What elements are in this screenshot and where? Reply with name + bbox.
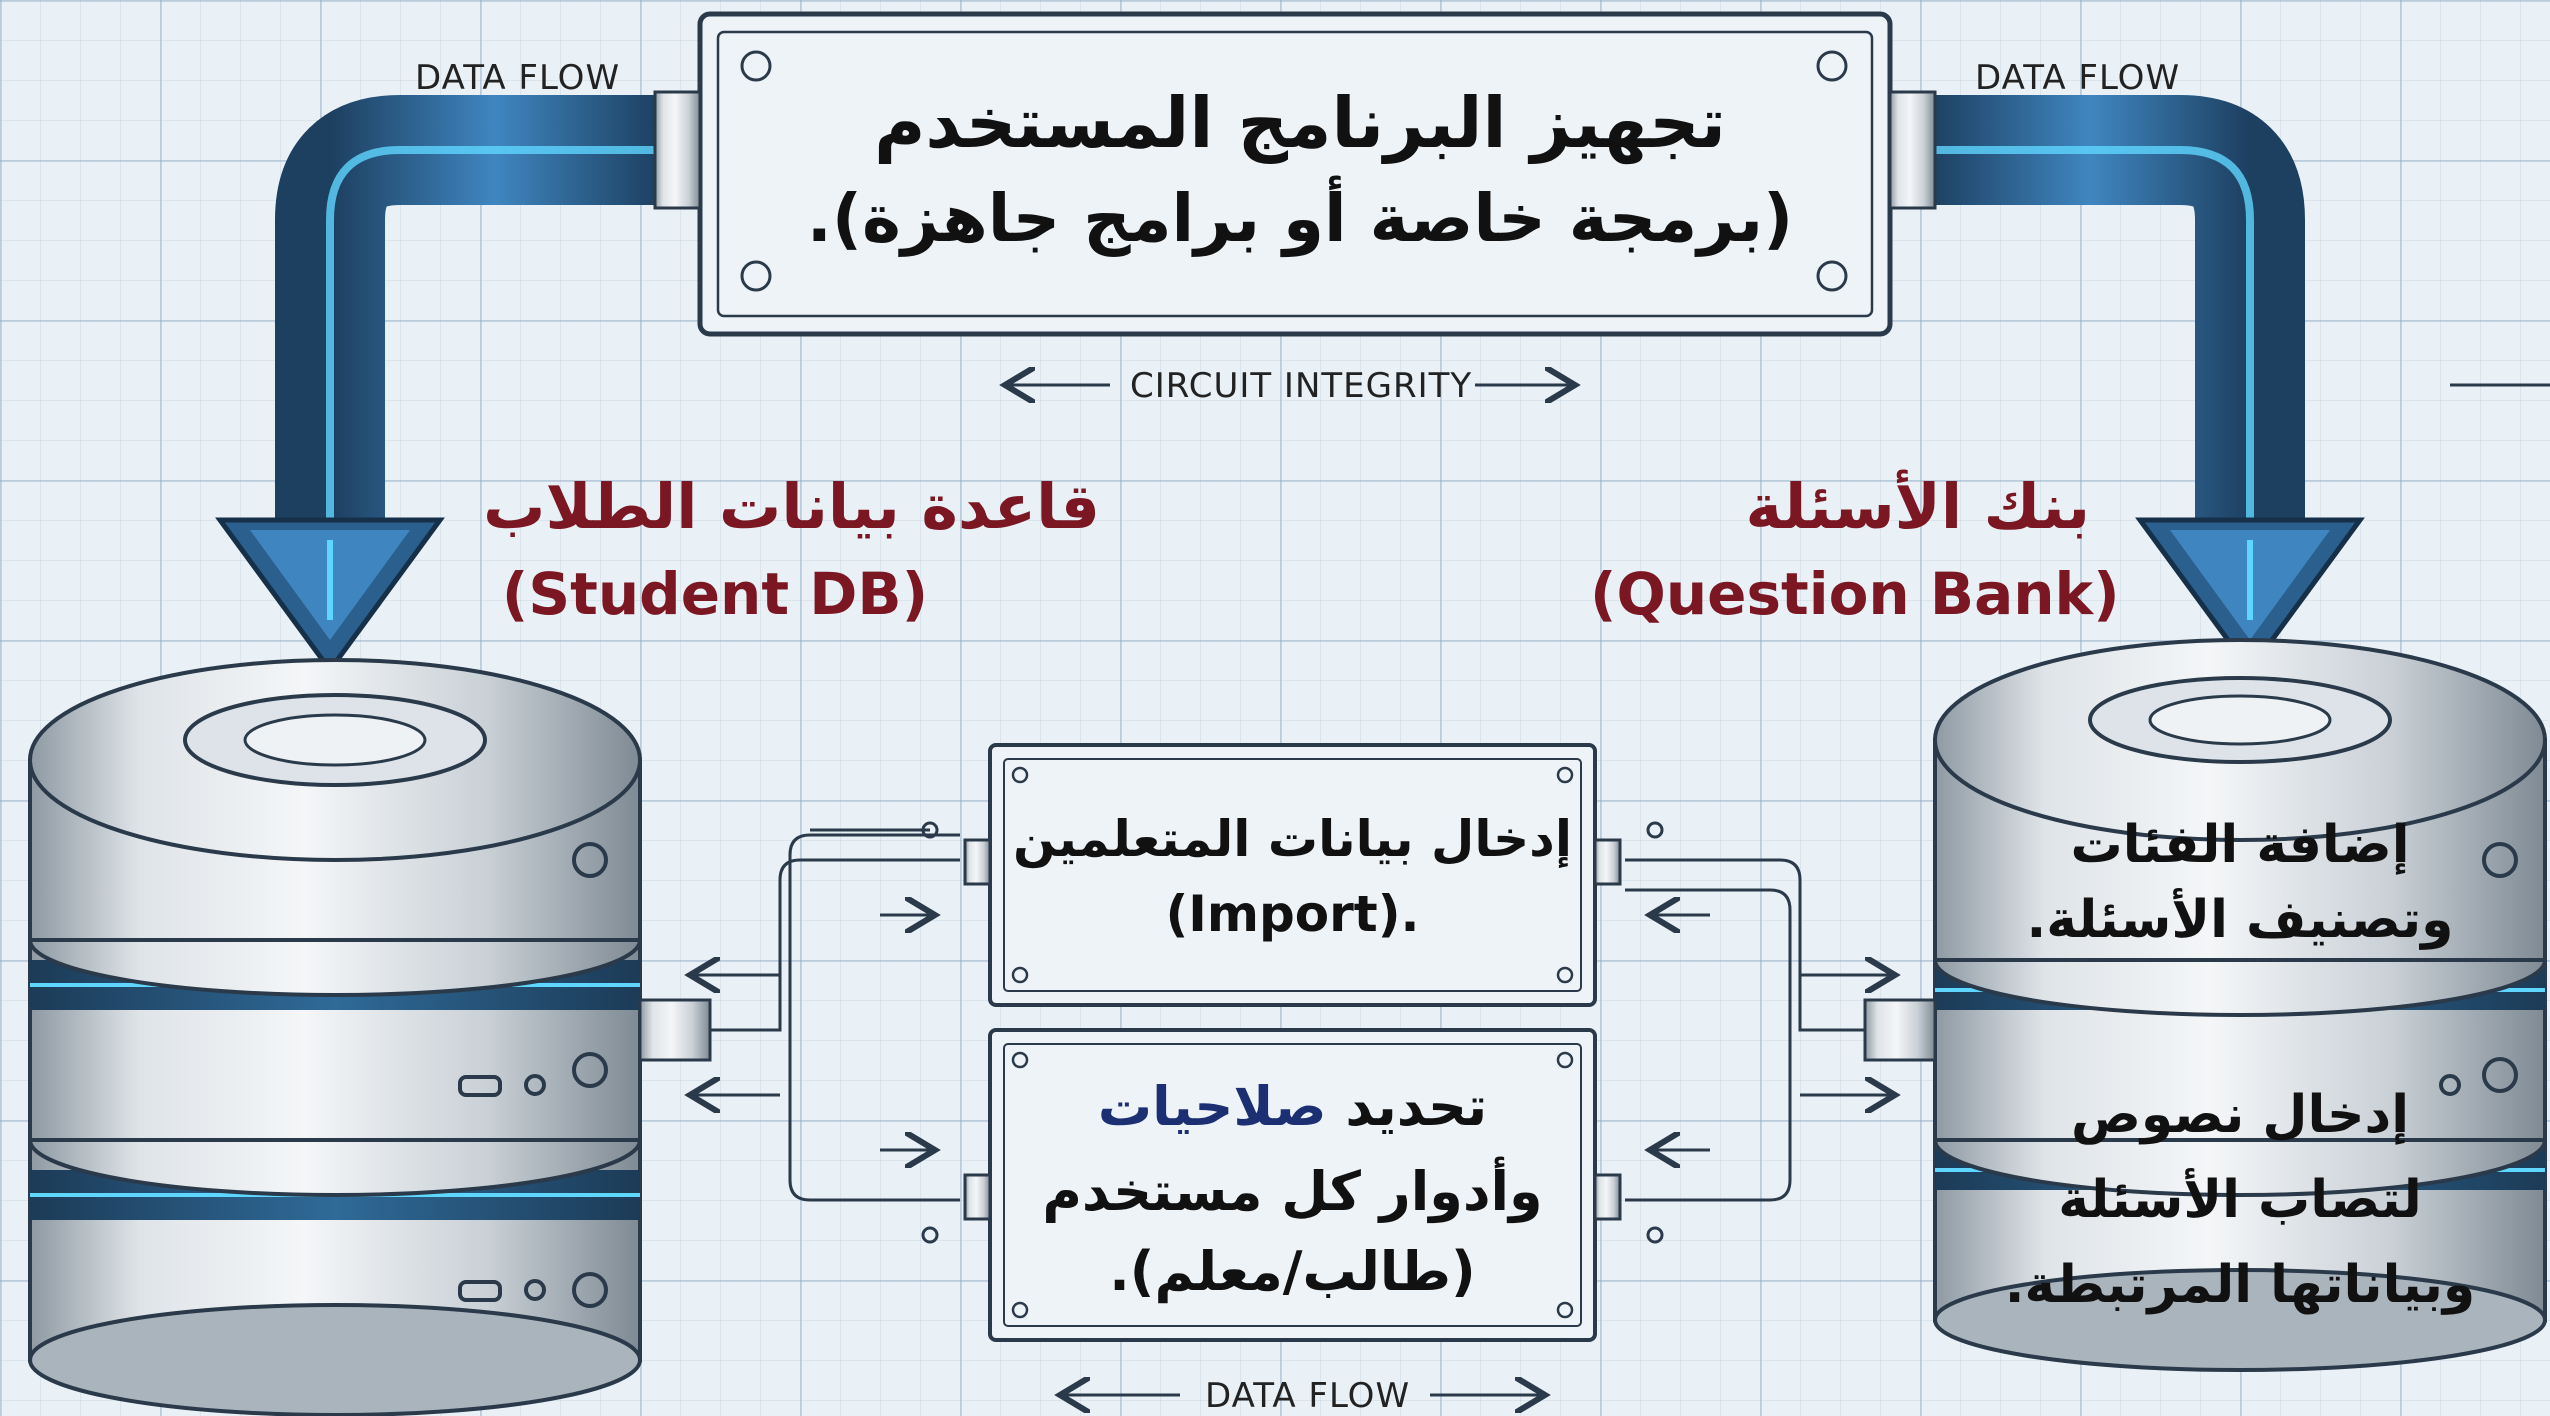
student-db-subtitle: (Student DB): [501, 560, 929, 628]
connector-wires: [690, 821, 1895, 1244]
question-bank-item2-line3: وبياناتها المرتبطة.: [2004, 1255, 2476, 1315]
roles-box-keyword: صلاحيات: [1097, 1075, 1327, 1138]
circuit-integrity-label: CIRCUIT INTEGRITY: [1130, 366, 1473, 406]
question-bank-item1-line1: إضافة الفئات: [2070, 815, 2410, 875]
question-bank-item2-line1: إدخال نصوص: [2070, 1085, 2410, 1145]
student-db-title: قاعدة بيانات الطلاب: [483, 470, 1100, 543]
data-flow-label-bottom: DATA FLOW: [1205, 1376, 1411, 1416]
question-bank-subtitle: (Question Bank): [1590, 560, 2120, 628]
data-flow-label-right: DATA FLOW: [1975, 58, 2181, 98]
roles-box-line1: تحديد صلاحيات: [1000, 1075, 1585, 1138]
header-box: [697, 11, 1893, 337]
roles-box-line2: وأدوار كل مستخدم: [1042, 1160, 1543, 1223]
roles-box-line3: (طالب/معلم).: [1109, 1240, 1476, 1303]
header-title-line2: (برمجة خاصة أو برامج جاهزة).: [806, 180, 1794, 257]
import-box: [988, 743, 1597, 1007]
import-box-line1: إدخال بيانات المتعلمين: [1013, 810, 1572, 868]
header-title-line1: تجهيز البرنامج المستخدم: [874, 82, 1726, 164]
left-pipe: [215, 90, 702, 675]
roles-box-line1-a: تحديد: [1326, 1075, 1488, 1138]
question-bank-item2-line2: لتصاب الأسئلة: [2058, 1170, 2422, 1230]
student-db-cylinder: [28, 658, 712, 1416]
import-box-line2: (Import).: [1165, 885, 1420, 943]
data-flow-label-left: DATA FLOW: [415, 58, 621, 98]
right-pipe: [1888, 90, 2365, 675]
question-bank-cylinder: [1863, 638, 2547, 1372]
question-bank-title: بنك الأسئلة: [1745, 470, 2090, 543]
question-bank-item1-line2: وتصنيف الأسئلة.: [2026, 890, 2454, 950]
